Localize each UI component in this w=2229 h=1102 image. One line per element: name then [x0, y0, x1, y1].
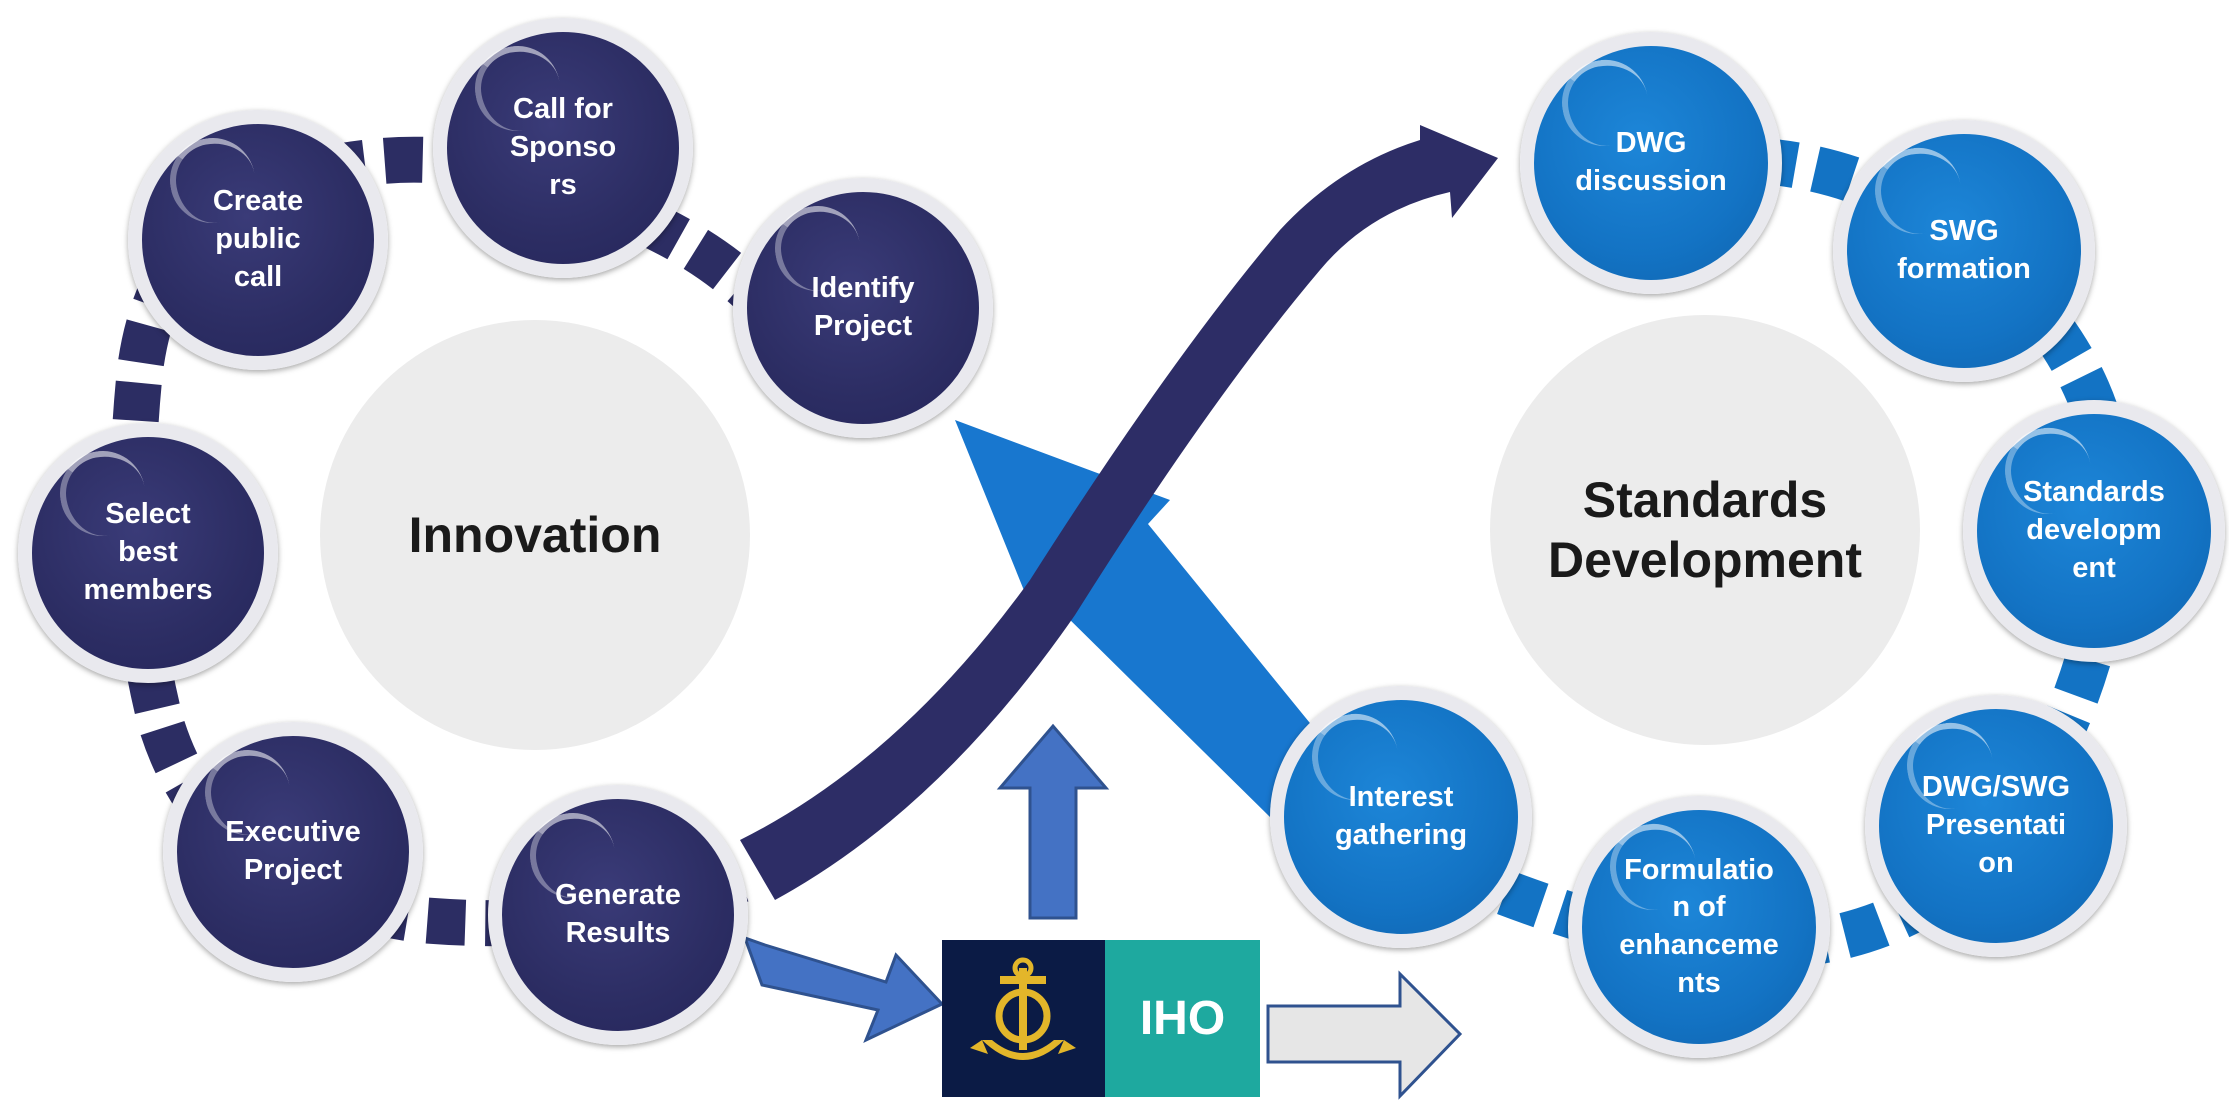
- node-dwg-discussion[interactable]: DWG discussion: [1520, 32, 1782, 294]
- node-swg-formation[interactable]: SWG formation: [1833, 120, 2095, 382]
- node-label: Identify Project: [811, 272, 915, 342]
- node-label: DWG/SWG Presentati on: [1921, 771, 2071, 879]
- gray-output-arrow: [1266, 970, 1463, 1100]
- node-label: Executive Project: [225, 816, 361, 886]
- node-call-for-sponsors[interactable]: Call for Sponso rs: [433, 18, 693, 278]
- node-generate-results[interactable]: Generate Results: [488, 785, 748, 1045]
- iho-emblem: [942, 940, 1105, 1097]
- to-logo-arrow: [742, 935, 945, 1043]
- innovation-hub: Innovation: [320, 320, 750, 750]
- node-label: Interest gathering: [1334, 781, 1468, 851]
- up-arrow: [996, 723, 1110, 920]
- node-dwg-swg-presentation[interactable]: DWG/SWG Presentati on: [1865, 695, 2127, 957]
- node-interest-gathering[interactable]: Interest gathering: [1270, 686, 1532, 948]
- node-label: Call for Sponso rs: [509, 93, 617, 201]
- node-label: Create public call: [212, 185, 304, 293]
- blue-feedback-arrow: [955, 420, 1340, 822]
- anchor-emblem-icon: [970, 957, 1076, 1060]
- node-label: SWG formation: [1897, 215, 2031, 285]
- node-label: Formulatio n of enhanceme nts: [1619, 853, 1779, 999]
- iho-wordmark: IHO: [1105, 940, 1260, 1097]
- node-label: DWG discussion: [1575, 127, 1727, 197]
- dark-swoosh-arrow: [740, 125, 1498, 900]
- standards-hub: Standards Development: [1490, 315, 1920, 745]
- node-formulation-of-enhancements[interactable]: Formulatio n of enhanceme nts: [1568, 796, 1830, 1058]
- node-select-best-members[interactable]: Select best members: [18, 423, 278, 683]
- node-label: Generate Results: [555, 879, 681, 949]
- node-label: Standards developm ent: [2023, 476, 2165, 584]
- node-identify-project[interactable]: Identify Project: [733, 178, 993, 438]
- node-create-public-call[interactable]: Create public call: [128, 110, 388, 370]
- node-standards-development[interactable]: Standards developm ent: [1963, 400, 2225, 662]
- node-executive-project[interactable]: Executive Project: [163, 722, 423, 982]
- node-label: Select best members: [83, 498, 213, 606]
